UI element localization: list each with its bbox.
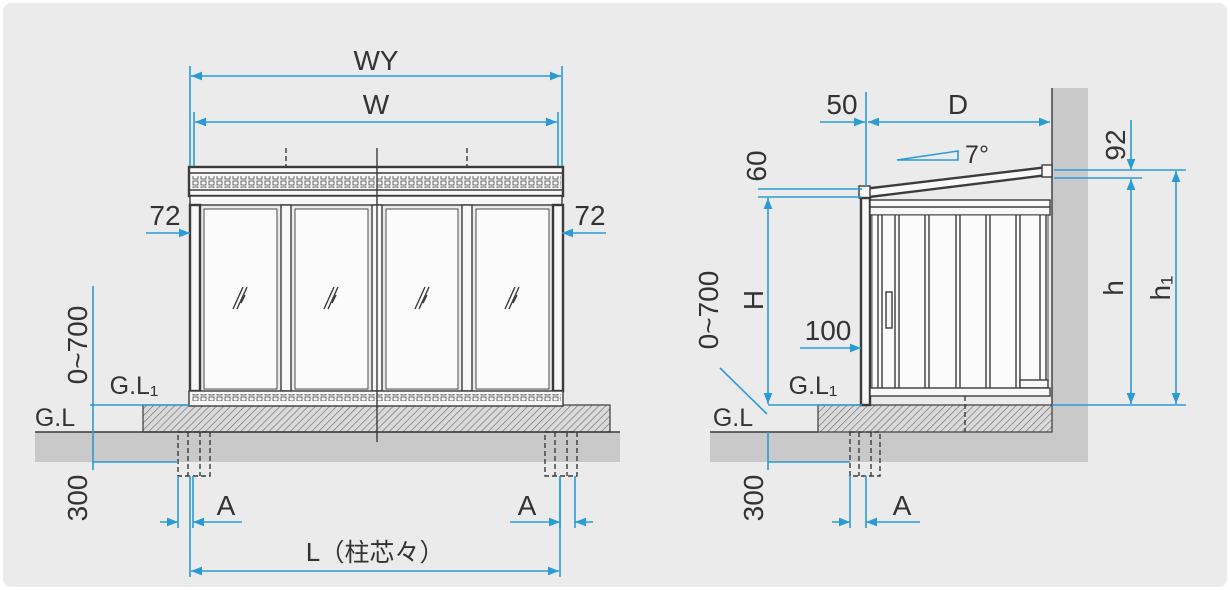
side-dimensions: 50 D 7° 60 H 0~700 100 G.L₁ G.L 300 A 92… bbox=[693, 89, 1186, 528]
glass-mark-1 bbox=[232, 286, 248, 310]
front-top-rail bbox=[189, 195, 563, 206]
glass-stroke bbox=[414, 286, 426, 310]
glass-stroke bbox=[331, 294, 337, 304]
side-wall bbox=[1052, 88, 1088, 462]
rail-100-label: 100 bbox=[805, 315, 852, 346]
glass-stroke bbox=[232, 286, 244, 310]
glass-mark-2 bbox=[323, 286, 339, 310]
roof-60-label: 60 bbox=[741, 150, 772, 181]
glass-stroke bbox=[422, 294, 428, 304]
offset-72-left-label: 72 bbox=[149, 200, 180, 231]
front-view bbox=[35, 148, 620, 477]
front-foundation-right bbox=[544, 431, 578, 477]
floor-range-label: 0~700 bbox=[62, 306, 93, 385]
front-pane-2 bbox=[294, 208, 369, 390]
offset-50-label: 50 bbox=[826, 89, 857, 120]
side-slab bbox=[817, 404, 1053, 433]
front-roof-band bbox=[191, 176, 561, 188]
side-foundation bbox=[849, 431, 881, 477]
gl1-label: G.L₁ bbox=[110, 372, 159, 400]
side-bottom-rail bbox=[869, 387, 1051, 397]
front-column-2 bbox=[280, 204, 292, 392]
glass-stroke bbox=[323, 286, 335, 310]
side-front-column bbox=[859, 196, 872, 407]
side-depth-300-label: 300 bbox=[738, 475, 769, 522]
front-column-4 bbox=[461, 204, 473, 392]
offset-72-right-label: 72 bbox=[574, 200, 605, 231]
side-gl1-label: G.L₁ bbox=[789, 372, 838, 400]
angle-label: 7° bbox=[965, 141, 989, 169]
glass-mark-4 bbox=[504, 286, 520, 310]
h-upper-label: H bbox=[738, 290, 769, 310]
side-door-handle bbox=[885, 291, 893, 329]
front-pane-1 bbox=[203, 208, 278, 390]
glass-mark-3 bbox=[414, 286, 430, 310]
front-bottom-rail-band bbox=[191, 394, 561, 401]
w-label: W bbox=[363, 89, 390, 120]
glass-stroke bbox=[504, 286, 516, 310]
glass-stroke bbox=[512, 294, 518, 304]
h-label: h bbox=[1098, 280, 1129, 296]
depth-300-label: 300 bbox=[62, 475, 93, 522]
side-ground-band bbox=[710, 432, 1052, 462]
side-floor-range-leader bbox=[719, 367, 768, 415]
side-view bbox=[710, 88, 1088, 477]
glass-stroke bbox=[418, 286, 430, 310]
side-gl-label: G.L bbox=[713, 404, 753, 432]
front-column-1 bbox=[188, 203, 202, 393]
glass-stroke bbox=[508, 286, 520, 310]
front-dimensions: WY W 72 72 0~700 G.L₁ G.L 300 A A L（柱芯々） bbox=[35, 45, 606, 577]
l-label: L（柱芯々） bbox=[306, 538, 445, 567]
a-left-label: A bbox=[217, 490, 236, 521]
front-ground-band bbox=[35, 432, 620, 462]
side-roof-wall-cap bbox=[1041, 164, 1053, 178]
d-label: D bbox=[948, 89, 968, 120]
side-lower-panel bbox=[1019, 379, 1049, 389]
a-right-label: A bbox=[518, 490, 537, 521]
front-foundation-left bbox=[177, 431, 211, 477]
wy-label: WY bbox=[353, 45, 398, 76]
glass-stroke bbox=[327, 286, 339, 310]
glass-stroke bbox=[236, 286, 248, 310]
side-floor-range-label: 0~700 bbox=[693, 271, 724, 350]
angle-marker bbox=[896, 150, 959, 161]
front-pane-4 bbox=[475, 208, 550, 390]
gl-label: G.L bbox=[35, 404, 75, 432]
front-pane-3 bbox=[385, 208, 459, 390]
side-a-label: A bbox=[893, 490, 912, 521]
h1-label: h₁ bbox=[1145, 275, 1176, 300]
gutter-92-label: 92 bbox=[1100, 129, 1131, 160]
front-column-5 bbox=[551, 203, 565, 393]
glass-stroke bbox=[240, 294, 246, 304]
